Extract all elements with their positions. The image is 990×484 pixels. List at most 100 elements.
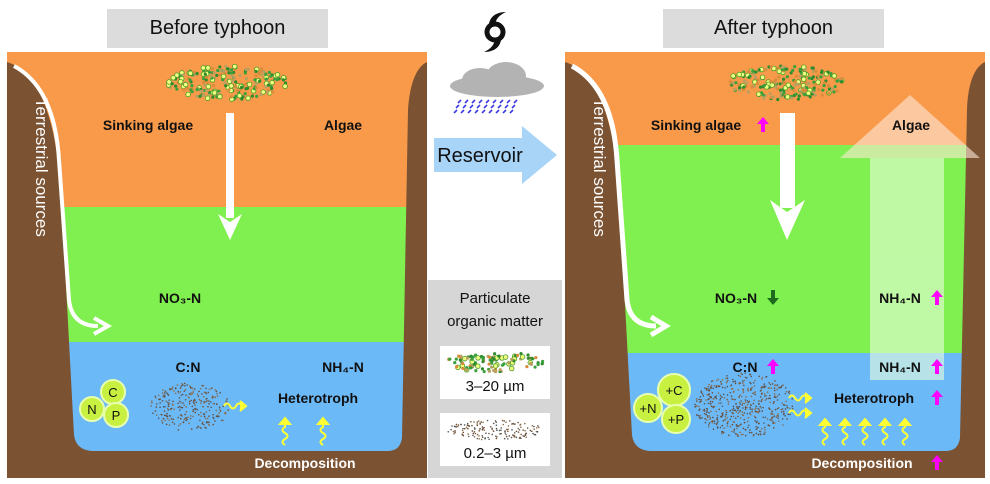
particle <box>167 409 170 411</box>
particle <box>775 87 780 91</box>
particle <box>782 91 786 95</box>
particle <box>725 409 727 412</box>
raindrop <box>457 99 462 104</box>
particle <box>485 432 487 434</box>
particle <box>827 91 831 95</box>
particle <box>455 423 458 426</box>
particle <box>490 361 494 365</box>
particle <box>811 75 816 79</box>
particle <box>761 410 764 412</box>
particle <box>713 420 716 422</box>
particle <box>180 394 183 397</box>
raindrop <box>502 109 507 114</box>
particle <box>282 83 288 89</box>
particle <box>747 401 750 404</box>
particle <box>773 396 776 399</box>
particle <box>476 421 479 423</box>
particle <box>771 416 774 419</box>
particle <box>792 88 796 93</box>
particle <box>202 423 205 426</box>
particle <box>524 434 527 436</box>
particle <box>469 354 473 358</box>
particle <box>510 357 514 361</box>
particle <box>234 84 238 88</box>
pom-legend: Particulate organic matter 3–20 µm 0.2–3… <box>428 280 562 478</box>
particle <box>731 411 734 414</box>
particle <box>708 415 711 417</box>
particle <box>746 412 749 415</box>
particle <box>781 418 784 420</box>
particle <box>164 396 166 398</box>
particle <box>163 414 166 417</box>
particle <box>204 89 209 93</box>
particle <box>732 398 735 401</box>
particle <box>745 396 747 398</box>
particle <box>758 403 760 405</box>
particle <box>486 419 489 422</box>
particle <box>731 408 734 411</box>
particle <box>173 390 175 392</box>
particle <box>209 401 212 403</box>
particle <box>827 84 831 88</box>
particle <box>833 85 837 89</box>
particle <box>529 429 532 432</box>
large-particles-swatch <box>447 352 545 374</box>
particle <box>184 417 187 419</box>
particle <box>179 387 182 389</box>
particle <box>773 393 776 395</box>
particle <box>698 409 700 412</box>
particle <box>748 400 751 403</box>
energy-wiggles <box>788 392 913 446</box>
particle <box>760 400 763 403</box>
particle <box>166 412 168 415</box>
raindrop <box>464 99 469 104</box>
particle <box>177 406 180 409</box>
particle <box>513 432 516 434</box>
particle <box>234 94 238 98</box>
particle <box>160 413 163 416</box>
particle <box>186 86 190 90</box>
particle <box>202 384 205 387</box>
particle <box>707 393 710 396</box>
particle <box>770 417 773 419</box>
particle <box>708 422 711 424</box>
particle <box>219 69 223 73</box>
particle <box>190 428 193 430</box>
nutrient-n: +N <box>640 401 657 416</box>
particle <box>768 407 770 409</box>
particle <box>707 424 710 426</box>
particle <box>700 391 703 394</box>
particle <box>743 402 746 405</box>
particle <box>232 76 237 80</box>
particle <box>192 70 197 74</box>
particle <box>694 403 696 406</box>
particle <box>254 81 258 85</box>
particle <box>780 386 782 389</box>
particle <box>185 91 191 98</box>
particle <box>726 417 728 419</box>
particle <box>211 67 215 71</box>
particle <box>515 436 518 439</box>
particle <box>244 82 248 87</box>
particle <box>786 404 788 407</box>
particle <box>768 92 772 96</box>
small-particles-swatch <box>447 419 540 441</box>
particle <box>716 414 719 417</box>
particle <box>269 79 275 86</box>
particle <box>168 402 171 405</box>
nutrient-p: P <box>112 408 121 423</box>
particle <box>179 400 181 403</box>
particle <box>482 369 486 374</box>
particle <box>165 400 167 403</box>
particle <box>504 432 506 434</box>
particle <box>162 417 165 420</box>
raindrop <box>506 99 511 104</box>
particle <box>749 412 751 414</box>
particle <box>194 404 196 406</box>
particle <box>453 425 456 428</box>
particle <box>744 399 747 401</box>
particle <box>743 421 746 424</box>
particle <box>467 433 469 435</box>
particle <box>195 88 199 92</box>
energy-wiggle <box>821 424 829 446</box>
